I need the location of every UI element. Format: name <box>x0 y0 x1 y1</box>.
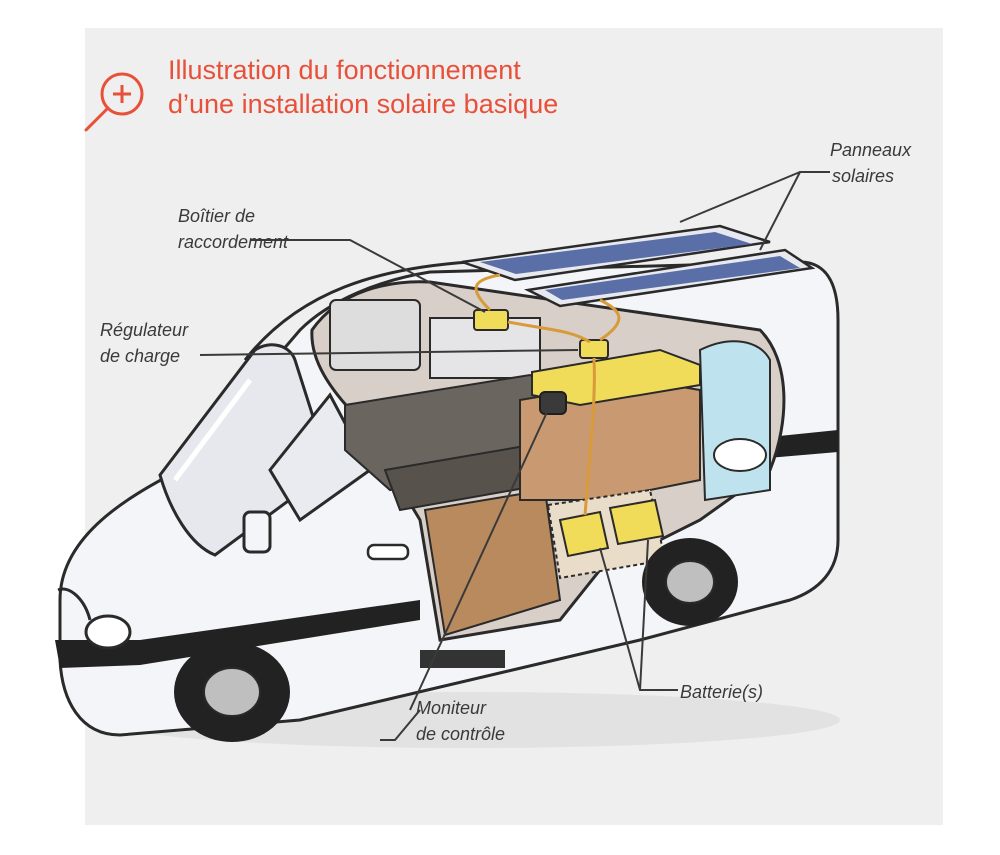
wood-floor <box>423 488 562 637</box>
label-regulateur-line1: Régulateur <box>100 320 189 340</box>
leader-moniteur <box>409 409 549 711</box>
side-mirror <box>242 510 272 554</box>
windshield-reflection <box>173 378 252 482</box>
wire-box-regulator <box>507 320 591 344</box>
front-wheel <box>174 642 290 742</box>
junction-box <box>473 309 509 331</box>
headlight <box>84 614 132 650</box>
rear-wheel <box>642 538 738 626</box>
label-panneaux-line2: solaires <box>832 166 895 186</box>
side-step <box>420 650 505 668</box>
label-batteries: Batterie(s) <box>680 682 764 702</box>
battery-left <box>558 510 610 558</box>
zoom-in-icon <box>84 72 144 132</box>
interior-window <box>329 299 421 371</box>
door-handle <box>366 543 410 561</box>
shower-cubicle <box>698 340 771 502</box>
battery-right <box>608 498 665 546</box>
label-regulateur-line2: de charge <box>100 346 181 366</box>
counter-top <box>531 348 701 407</box>
label-moniteur-line2: de contrôle <box>416 724 506 744</box>
label-boitier-line1: Boîtier de <box>178 206 256 226</box>
charge-regulator <box>579 339 609 359</box>
toilet <box>713 438 767 472</box>
leader-regulateur <box>199 349 579 356</box>
label-panneaux-line1: Panneaux <box>830 140 912 160</box>
title-line-2: d’une installation solaire basique <box>168 89 559 119</box>
leader-batterie-b <box>639 539 649 691</box>
wire-panel2 <box>599 298 621 342</box>
leader-boitier <box>250 239 486 313</box>
control-monitor <box>539 391 567 415</box>
label-boitier-line2: raccordement <box>178 232 289 252</box>
leader-lines <box>199 171 830 741</box>
wire-regulator-battery <box>583 357 596 516</box>
roof-line <box>243 260 471 361</box>
leader-moniteur-base <box>380 709 421 741</box>
title-line-1: Illustration du fonctionnement <box>168 55 521 85</box>
leader-panneaux-b <box>679 171 801 223</box>
windshield <box>158 343 332 557</box>
wire-panel-box <box>474 273 501 312</box>
grille <box>57 587 92 621</box>
label-moniteur-line1: Moniteur <box>416 698 487 718</box>
solar-panel-2 <box>523 248 816 308</box>
side-stripe-front <box>55 600 420 668</box>
